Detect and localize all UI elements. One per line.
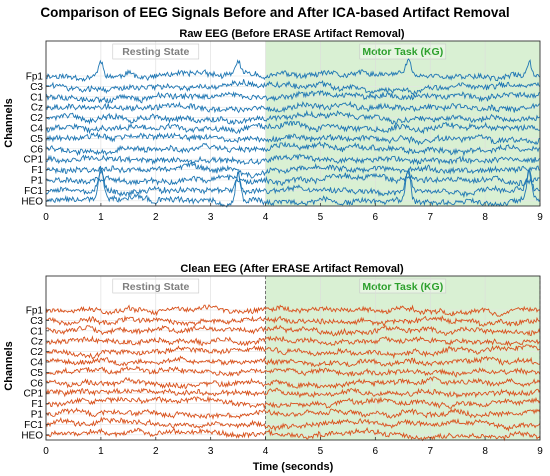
x-tick-label: 0 xyxy=(43,446,49,457)
channel-label-Cz: Cz xyxy=(31,337,43,348)
raw-y-axis-label: Channels xyxy=(3,98,15,148)
x-tick-label: 1 xyxy=(98,212,104,223)
channel-label-C5: C5 xyxy=(30,134,43,145)
channel-label-FC1: FC1 xyxy=(24,186,43,197)
trace-P1 xyxy=(45,172,541,187)
channel-label-HEO: HEO xyxy=(21,430,43,441)
trace-C3 xyxy=(45,79,541,97)
x-tick-label: 0 xyxy=(43,212,49,223)
channel-label-C6: C6 xyxy=(30,378,43,389)
channel-label-C4: C4 xyxy=(30,358,43,369)
trace-C5 xyxy=(45,365,541,378)
trace-C5 xyxy=(45,131,541,146)
x-tick-label: 2 xyxy=(153,212,159,223)
channel-label-C2: C2 xyxy=(30,347,43,358)
x-tick-label: 1 xyxy=(98,446,104,457)
trace-C4 xyxy=(45,355,541,368)
clean-y-axis-label: Channels xyxy=(3,341,15,391)
x-tick-label: 2 xyxy=(153,446,159,457)
trace-F1 xyxy=(45,161,541,179)
region-1-label: Motor Task (KG) xyxy=(362,281,443,293)
raw-eeg-panel: Raw EEG (Before ERASE Artifact Removal) … xyxy=(3,28,543,223)
trace-Cz xyxy=(45,335,541,347)
plot-frame xyxy=(45,275,541,441)
x-tick-label: 7 xyxy=(427,446,433,457)
channel-label-C3: C3 xyxy=(30,82,43,93)
trace-P1 xyxy=(45,407,541,421)
x-tick-label: 8 xyxy=(482,446,488,457)
channel-label-C3: C3 xyxy=(30,316,43,327)
trace-F1 xyxy=(45,395,541,410)
clean-eeg-panel: Clean EEG (After ERASE Artifact Removal)… xyxy=(3,263,543,473)
trace-Fp1 xyxy=(45,58,541,82)
trace-C2 xyxy=(45,344,541,360)
x-tick-label: 9 xyxy=(537,212,543,223)
trace-HEO xyxy=(45,427,541,442)
channel-label-C2: C2 xyxy=(30,113,43,124)
region-1-background xyxy=(265,41,540,206)
x-tick-label: 4 xyxy=(263,446,269,457)
channel-label-C4: C4 xyxy=(30,124,43,135)
trace-FC1 xyxy=(45,167,541,199)
trace-C2 xyxy=(45,109,541,126)
x-tick-label: 9 xyxy=(537,446,543,457)
channel-label-C1: C1 xyxy=(30,92,43,103)
channel-label-F1: F1 xyxy=(31,165,43,176)
trace-Fp1 xyxy=(45,303,541,317)
channel-label-C6: C6 xyxy=(30,144,43,155)
clean-panel-title: Clean EEG (After ERASE Artifact Removal) xyxy=(180,263,404,275)
trace-C3 xyxy=(45,315,541,327)
x-tick-label: 4 xyxy=(263,212,269,223)
region-1-label-box xyxy=(359,278,447,294)
x-tick-label: 6 xyxy=(373,212,379,223)
channel-label-CP1: CP1 xyxy=(24,155,44,166)
channel-label-Fp1: Fp1 xyxy=(26,306,44,317)
channel-label-F1: F1 xyxy=(31,399,43,410)
channel-label-HEO: HEO xyxy=(21,196,43,207)
x-tick-label: 5 xyxy=(318,446,324,457)
channel-label-Cz: Cz xyxy=(31,103,43,114)
channel-label-C5: C5 xyxy=(30,368,43,379)
x-tick-label: 8 xyxy=(482,212,488,223)
raw-panel-title: Raw EEG (Before ERASE Artifact Removal) xyxy=(179,28,404,40)
channel-label-CP1: CP1 xyxy=(24,389,44,400)
channel-label-P1: P1 xyxy=(31,176,44,187)
trace-CP1 xyxy=(45,387,541,399)
x-tick-label: 3 xyxy=(208,212,214,223)
trace-C1 xyxy=(45,324,541,337)
x-tick-label: 5 xyxy=(318,212,324,223)
trace-FC1 xyxy=(45,416,541,432)
channel-label-Fp1: Fp1 xyxy=(26,72,44,83)
x-tick-label: 3 xyxy=(208,446,214,457)
trace-C1 xyxy=(45,90,541,104)
region-1-label-box xyxy=(359,43,447,60)
region-1-label: Motor Task (KG) xyxy=(362,46,443,58)
trace-Cz xyxy=(45,100,541,114)
channel-label-P1: P1 xyxy=(31,410,44,421)
x-tick-label: 7 xyxy=(427,212,433,223)
trace-HEO xyxy=(45,165,541,208)
channel-label-C1: C1 xyxy=(30,326,43,337)
figure-title: Comparison of EEG Signals Before and Aft… xyxy=(40,5,509,20)
x-tick-label: 6 xyxy=(373,446,379,457)
trace-C6 xyxy=(45,140,541,157)
channel-label-FC1: FC1 xyxy=(24,420,43,431)
trace-C4 xyxy=(45,120,541,135)
trace-C6 xyxy=(45,376,541,390)
plot-frame xyxy=(45,40,541,207)
clean-x-axis-label: Time (seconds) xyxy=(253,461,334,473)
trace-CP1 xyxy=(45,153,541,166)
